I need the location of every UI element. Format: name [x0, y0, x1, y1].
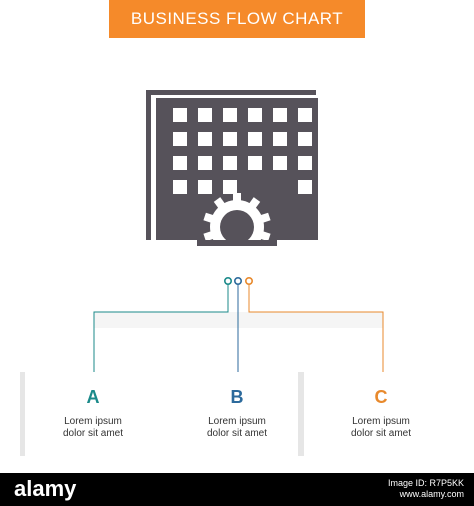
calendar-cell — [173, 108, 187, 122]
image-id: Image ID: R7P5KK — [387, 478, 464, 488]
calendar-cell — [223, 180, 237, 194]
brand-logo: alamy — [14, 476, 77, 501]
step-letter-a: A — [86, 387, 100, 407]
card-divider-c — [298, 372, 304, 456]
calendar-cell — [173, 156, 187, 170]
calendar-cell — [248, 156, 262, 170]
connector-dot-c — [245, 276, 254, 285]
flow-connectors — [93, 276, 384, 378]
gear-tooth — [247, 197, 261, 210]
gear-tooth — [258, 230, 271, 242]
gear-tooth — [203, 212, 216, 224]
calendar-cell — [198, 156, 212, 170]
step-desc-c-line1: Lorem ipsum — [352, 416, 410, 427]
calendar-cell — [298, 180, 312, 194]
step-desc-b-line1: Lorem ipsum — [208, 416, 266, 427]
gear-tooth — [233, 193, 241, 203]
step-desc-b-line2: dolor sit amet — [206, 428, 268, 439]
step-card-b — [169, 372, 305, 456]
step-desc-b: Lorem ipsum dolor sit amet — [169, 416, 305, 440]
calendar-cell — [273, 108, 287, 122]
calendar-cell — [273, 132, 287, 146]
gear-tooth — [203, 230, 216, 242]
calendar-cell — [298, 132, 312, 146]
step-desc-a: Lorem ipsum dolor sit amet — [25, 416, 161, 440]
gear-tooth — [258, 212, 271, 224]
connector-dot-b — [234, 276, 243, 285]
chart-title: BUSINESS FLOW CHART — [130, 9, 344, 28]
calendar-cell — [198, 108, 212, 122]
title-banner: BUSINESS FLOW CHART — [109, 0, 365, 38]
site-url: www.alamy.com — [399, 489, 464, 499]
calendar-cell — [298, 108, 312, 122]
step-desc-c-line2: dolor sit amet — [350, 428, 412, 439]
stock-footer — [0, 473, 474, 506]
step-desc-a-line2: dolor sit amet — [62, 428, 124, 439]
card-divider-a — [20, 372, 26, 456]
calendar-cell — [298, 156, 312, 170]
step-letter-b: B — [230, 387, 244, 407]
connector-line-c — [248, 284, 384, 378]
calendar-cell — [198, 180, 212, 194]
calendar-cell — [223, 132, 237, 146]
step-letter-c: C — [374, 387, 388, 407]
calendar-cell — [248, 132, 262, 146]
calendar-cell — [273, 156, 287, 170]
calendar-cell — [223, 156, 237, 170]
image-info: Image ID: R7P5KK www.alamy.com — [388, 478, 464, 500]
calendar-cell — [223, 108, 237, 122]
calendar-cell — [173, 132, 187, 146]
step-card-a — [25, 372, 161, 456]
step-desc-a-line1: Lorem ipsum — [64, 416, 122, 427]
connector-line-a — [93, 284, 229, 378]
calendar-cell — [173, 180, 187, 194]
gear-tooth — [213, 197, 227, 210]
step-card-c — [313, 372, 449, 456]
connector-dot-a — [224, 276, 233, 285]
calendar-gear-icon — [146, 90, 318, 246]
calendar-cell — [248, 108, 262, 122]
step-desc-c: Lorem ipsum dolor sit amet — [313, 416, 449, 440]
calendar-cell — [198, 132, 212, 146]
